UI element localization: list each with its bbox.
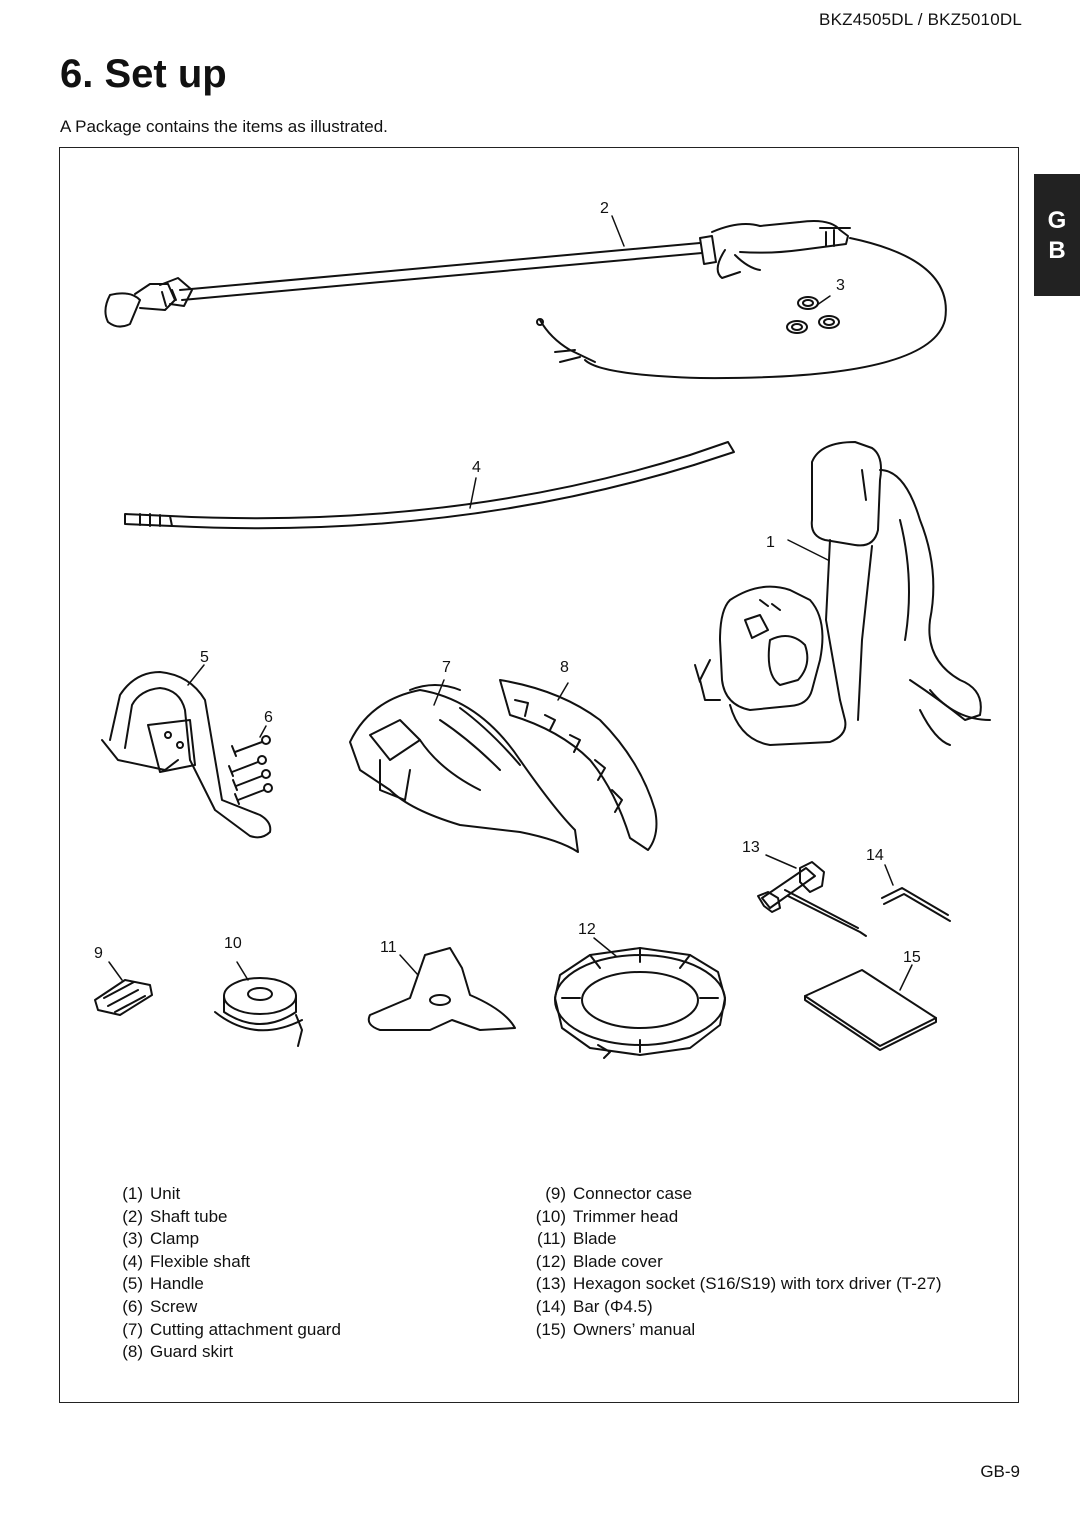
callout-4: 4	[472, 459, 481, 476]
legend-label: Shaft tube	[150, 1206, 228, 1226]
legend-number: (5)	[122, 1274, 143, 1294]
legend-item: (7) Cutting attachment guard	[95, 1319, 341, 1342]
legend-number: (13)	[535, 1274, 566, 1294]
legend-number: (9)	[545, 1184, 566, 1203]
callout-15: 15	[903, 949, 921, 966]
legend-label: Blade	[573, 1229, 617, 1249]
bar-illustration	[881, 864, 951, 922]
callout-1: 1	[766, 534, 775, 551]
page-number: GB-9	[980, 1462, 1020, 1481]
callout-10: 10	[224, 935, 242, 952]
callout-11: 11	[380, 939, 397, 956]
legend-label: Cutting attachment guard	[150, 1319, 341, 1339]
legend-item: (8) Guard skirt	[95, 1341, 341, 1364]
legend-label: Clamp	[150, 1229, 200, 1249]
legend-item: (15) Owners’ manual	[518, 1319, 941, 1342]
legend-item: (4) Flexible shaft	[95, 1251, 341, 1274]
trimmer-head-illustration	[214, 961, 303, 1047]
legend-label: Owners’ manual	[573, 1319, 696, 1339]
language-tab-letter-2: B	[1048, 237, 1066, 264]
blade-illustration	[367, 947, 516, 1031]
legend-number: (6)	[122, 1296, 143, 1316]
model-number: BKZ4505DL / BKZ5010DL	[819, 10, 1022, 29]
legend-label: Flexible shaft	[150, 1251, 251, 1271]
legend-label: Hexagon socket (S16/S19) with torx drive…	[573, 1274, 942, 1294]
legend-number: (7)	[122, 1319, 143, 1339]
legend-item: (2) Shaft tube	[95, 1206, 341, 1229]
callout-14: 14	[866, 847, 884, 864]
parts-legend-left: (1) Unit (2) Shaft tube (3) Clamp (4) Flexib…	[95, 1183, 341, 1364]
guard-skirt-illustration	[499, 679, 658, 851]
legend-item: (11) Blade	[518, 1228, 941, 1251]
legend-number: (15)	[535, 1319, 566, 1339]
callout-8: 8	[560, 659, 569, 676]
owners-manual-illustration	[804, 964, 937, 1051]
legend-label: Trimmer head	[573, 1206, 679, 1226]
language-tab: G B	[1034, 174, 1080, 296]
legend-number: (3)	[122, 1229, 143, 1249]
legend-number: (1)	[122, 1184, 143, 1203]
legend-number: (4)	[122, 1251, 143, 1271]
callout-9: 9	[94, 945, 103, 962]
legend-number: (10)	[535, 1206, 566, 1226]
screws-illustration	[228, 725, 273, 805]
legend-label: Connector case	[573, 1184, 693, 1203]
callout-6: 6	[264, 709, 273, 726]
legend-item: (3) Clamp	[95, 1228, 341, 1251]
flexible-shaft-illustration	[124, 441, 735, 530]
legend-item: (1) Unit	[95, 1183, 341, 1206]
legend-number: (11)	[537, 1229, 566, 1249]
legend-number: (12)	[535, 1251, 566, 1271]
legend-label: Handle	[150, 1274, 204, 1294]
parts-legend-right: (9) Connector case (10) Trimmer head (11) B…	[518, 1183, 942, 1342]
hexagon-socket-illustration	[757, 854, 867, 937]
callout-12: 12	[578, 921, 596, 938]
legend-item: (9) Connector case	[518, 1183, 941, 1206]
callout-3: 3	[836, 277, 845, 294]
legend-item: (14) Bar (Φ4.5)	[518, 1296, 941, 1319]
legend-number: (8)	[122, 1342, 143, 1362]
legend-item: (5) Handle	[95, 1273, 341, 1296]
callout-7: 7	[442, 659, 451, 676]
legend-label: Unit	[150, 1184, 181, 1203]
intro-text: A Package contains the items as illustra…	[60, 117, 388, 136]
blade-cover-illustration	[554, 937, 726, 1059]
legend-item: (13) Hexagon socket (S16/S19) with torx d…	[518, 1273, 942, 1296]
legend-number: (14)	[535, 1296, 566, 1316]
legend-item: (6) Screw	[95, 1296, 341, 1319]
legend-label: Screw	[150, 1296, 198, 1316]
page-title: 6. Set up	[60, 52, 227, 96]
legend-label: Blade cover	[573, 1251, 663, 1271]
handle-illustration	[101, 664, 272, 839]
legend-number: (2)	[122, 1206, 143, 1226]
legend-item: (10) Trimmer head	[518, 1206, 941, 1229]
clamps-illustration	[786, 295, 840, 334]
unit-illustration	[694, 441, 991, 746]
package-contents-frame	[59, 147, 1019, 1403]
cutting-attachment-guard-illustration	[349, 679, 579, 853]
legend-label: Bar (Φ4.5)	[573, 1296, 653, 1316]
callout-2: 2	[600, 200, 609, 217]
language-tab-letter-1: G	[1047, 207, 1067, 234]
legend-label: Guard skirt	[150, 1342, 234, 1362]
shaft-tube-illustration	[104, 215, 947, 380]
connector-case-illustration	[94, 961, 153, 1016]
callout-5: 5	[200, 649, 209, 666]
legend-item: (12) Blade cover	[518, 1251, 941, 1274]
callout-13: 13	[742, 839, 760, 856]
